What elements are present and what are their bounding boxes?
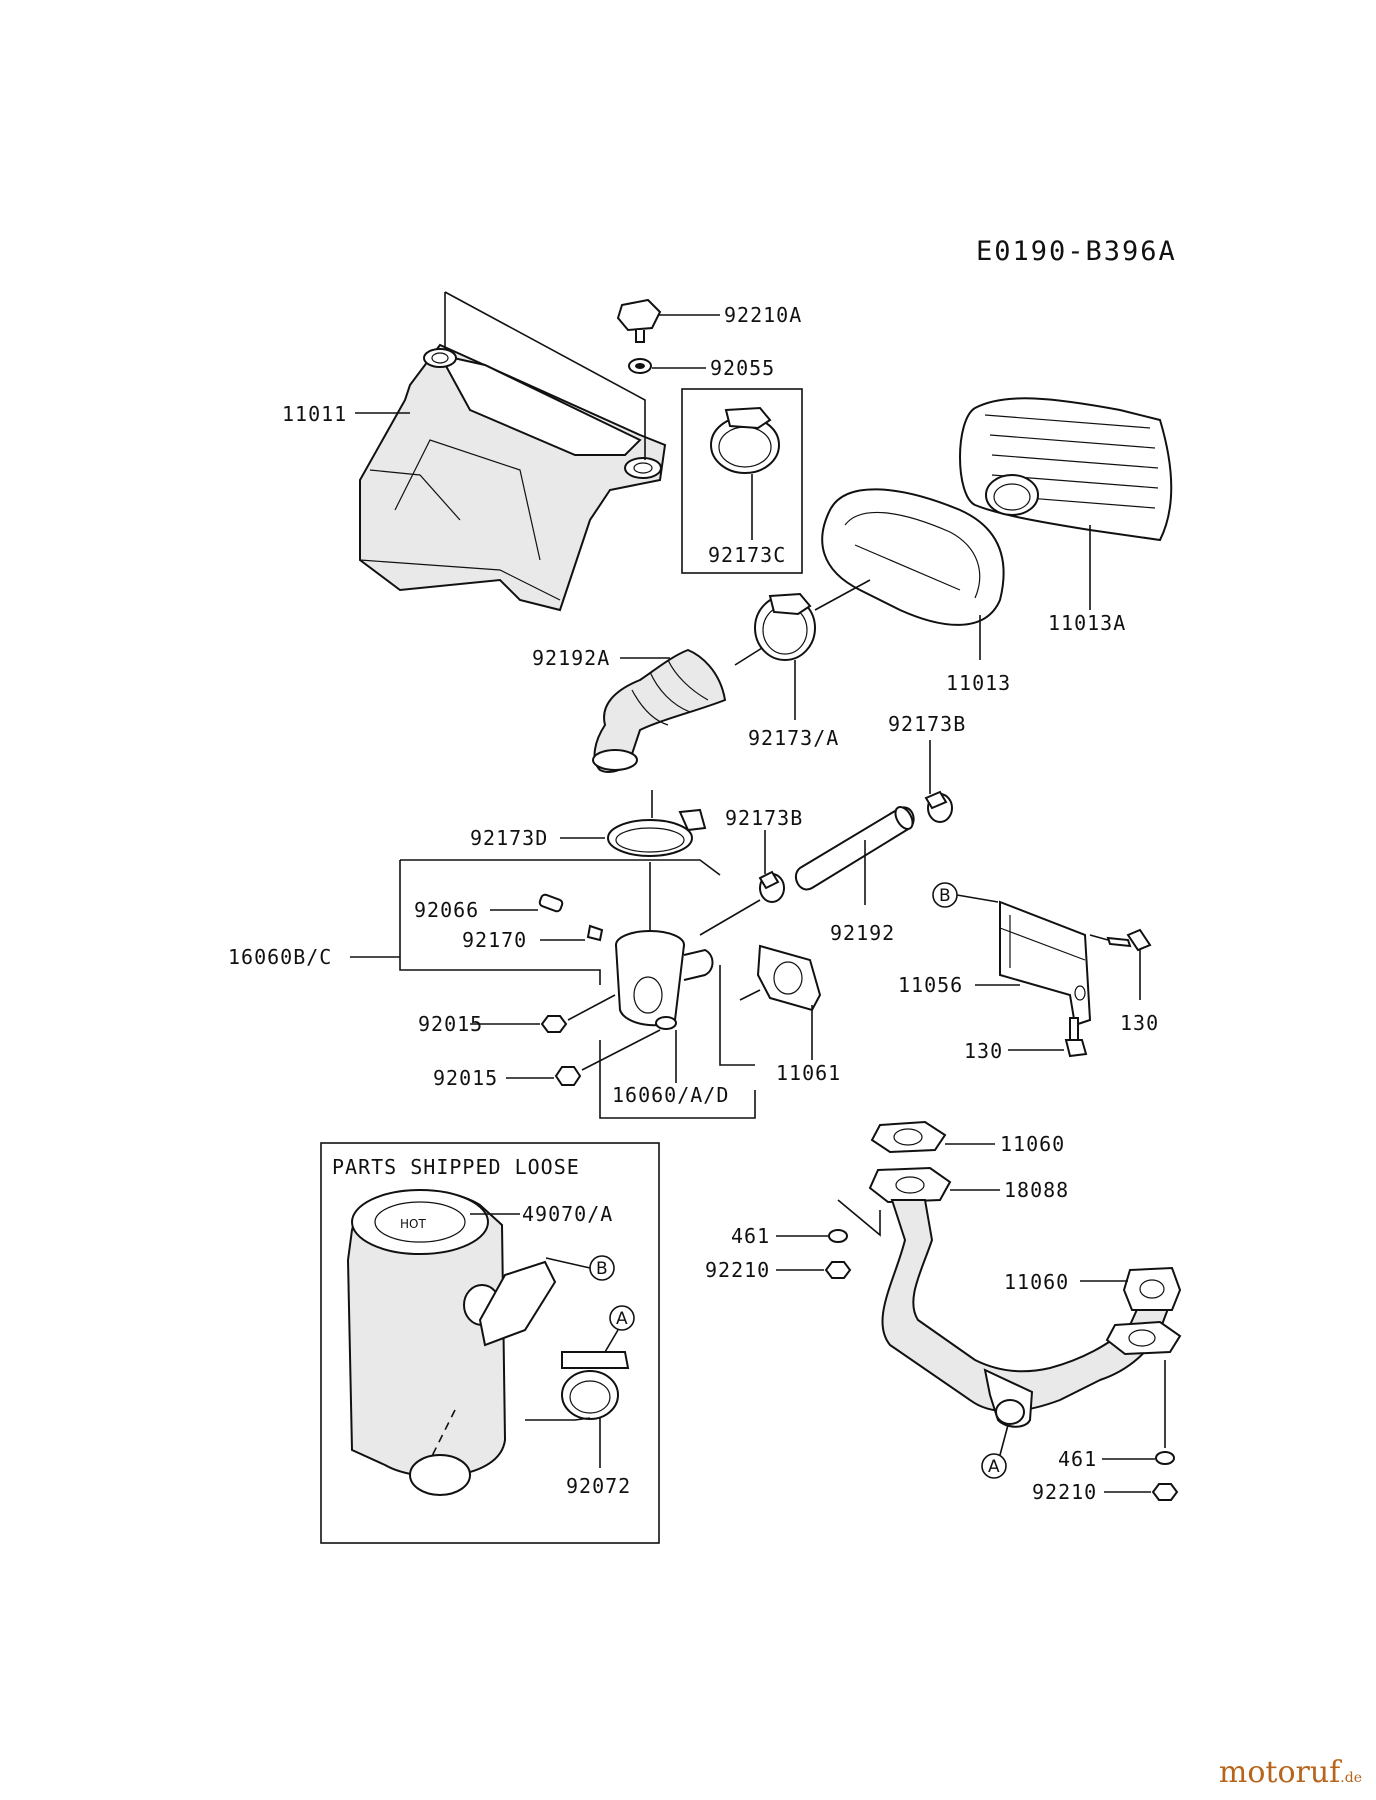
label-461-a: 461 <box>731 1224 770 1248</box>
bolt-130-right <box>1106 928 1152 952</box>
label-92015-a: 92015 <box>418 1012 483 1036</box>
label-92072: 92072 <box>566 1474 631 1498</box>
label-92173B-mid: 92173B <box>725 806 803 830</box>
leader-clamp-to-precleaner <box>814 579 871 611</box>
label-92173B-top: 92173B <box>888 712 966 736</box>
wing-nut-92210A <box>616 298 662 343</box>
gasket-11060-top <box>870 1120 947 1154</box>
label-18088: 18088 <box>1004 1178 1069 1202</box>
bracket-16060AD <box>599 1040 756 1119</box>
label-92015-b: 92015 <box>433 1066 498 1090</box>
gasket-11061 <box>756 944 822 1012</box>
parts-shipped-loose-box <box>320 1142 660 1544</box>
watermark-suffix: .de <box>1340 1770 1362 1786</box>
label-92173D: 92173D <box>470 826 548 850</box>
label-92210-b: 92210 <box>1032 1480 1097 1504</box>
bolt-130-left <box>1064 1017 1088 1058</box>
bracket-16060AD-right <box>719 965 755 1066</box>
label-16060BC: 16060B/C <box>228 945 332 969</box>
watermark: motoruf.de <box>1219 1755 1362 1790</box>
label-11060-mid: 11060 <box>1004 1270 1069 1294</box>
label-11011: 11011 <box>282 402 347 426</box>
callout-A-pipe <box>981 1453 1007 1479</box>
washer-461-a <box>828 1229 848 1243</box>
leader-nut-to-joint-a <box>567 994 616 1021</box>
leader-nut-to-pipe-a <box>837 1199 881 1237</box>
callout-A-loose-text: A <box>616 1309 628 1329</box>
leader-nut-to-joint-b <box>581 1029 661 1071</box>
label-11060-top: 11060 <box>1000 1132 1065 1156</box>
label-130-right: 130 <box>1120 1011 1159 1035</box>
nut-92210-b <box>1151 1483 1179 1501</box>
clamp-92173B-mid <box>758 870 785 903</box>
watermark-text: motoruf <box>1218 1755 1341 1790</box>
label-92210A: 92210A <box>724 303 802 327</box>
label-11013A: 11013A <box>1048 611 1126 635</box>
leader-B-to-bracket <box>956 894 999 903</box>
bracket-11056 <box>999 900 1092 1027</box>
label-92173C: 92173C <box>708 543 786 567</box>
label-92055: 92055 <box>710 356 775 380</box>
label-92192A: 92192A <box>532 646 610 670</box>
gasket-11060-mid-hole <box>1139 1279 1165 1299</box>
nut-92015-a <box>540 1015 568 1033</box>
label-11013: 11013 <box>946 671 1011 695</box>
callout-A-pipe-text: A <box>988 1457 1000 1477</box>
label-130-left: 130 <box>964 1039 1003 1063</box>
nut-92210-a <box>824 1261 852 1279</box>
leader-joint-to-gasket <box>739 989 761 1001</box>
bracket-16060BC-top <box>400 859 721 876</box>
gasket-11060-mid <box>1122 1266 1182 1311</box>
label-92066: 92066 <box>414 898 479 922</box>
gasket-11060-top-hole <box>893 1128 923 1146</box>
label-16060AD: 16060/A/D <box>612 1083 729 1107</box>
label-11061: 11061 <box>776 1061 841 1085</box>
leader-clamp-to-muffler <box>525 1417 591 1421</box>
box-92173C <box>681 388 803 574</box>
washer-461-b <box>1155 1451 1175 1465</box>
pin-92066 <box>538 893 564 913</box>
callout-B-main-text: B <box>939 886 951 906</box>
muffler-bracket <box>478 1260 557 1347</box>
leader-hose-clamp <box>734 647 763 666</box>
hot-stamp: HOT <box>400 1217 426 1231</box>
gasket-11061-hole <box>773 961 803 995</box>
leader-joint-to-clamp <box>699 899 761 936</box>
callout-B-loose-text: B <box>596 1259 608 1279</box>
label-92170: 92170 <box>462 928 527 952</box>
washer-hole <box>635 363 645 369</box>
clamp-92173D <box>607 808 707 857</box>
clamp-92173C <box>710 406 780 474</box>
label-49070A: 49070/A <box>522 1202 613 1226</box>
label-461-b: 461 <box>1058 1447 1097 1471</box>
joint-16060-A-D <box>615 930 714 1030</box>
leader-B-loose <box>545 1257 591 1269</box>
leader-bolt-to-bracket <box>1089 934 1109 941</box>
diagram-code: E0190-B396A <box>976 236 1177 267</box>
leader-A-loose <box>604 1329 619 1353</box>
air-filter-element-11013A <box>959 397 1173 542</box>
air-cleaner-cover-11011 <box>359 291 667 612</box>
label-92173-A: 92173/A <box>748 726 839 750</box>
label-92192: 92192 <box>830 921 895 945</box>
label-11056: 11056 <box>898 973 963 997</box>
parts-shipped-loose-title: PARTS SHIPPED LOOSE <box>332 1155 580 1179</box>
label-92210-a: 92210 <box>705 1258 770 1282</box>
clamp-92072 <box>561 1351 630 1420</box>
clamp-92173B-top <box>924 790 953 823</box>
pre-cleaner-11013 <box>821 488 1005 626</box>
clip-92170 <box>586 924 604 942</box>
elbow-hose-92192A <box>592 648 727 773</box>
clamp-92173-A <box>754 592 816 661</box>
muffler-49070-A: HOT <box>346 1189 507 1496</box>
leader-A-pipe <box>999 1424 1009 1456</box>
nut-92015-b <box>554 1066 582 1086</box>
hose-92192 <box>794 806 915 891</box>
callout-A-loose <box>609 1305 635 1331</box>
bracket-16060BC-bottom <box>399 860 601 985</box>
